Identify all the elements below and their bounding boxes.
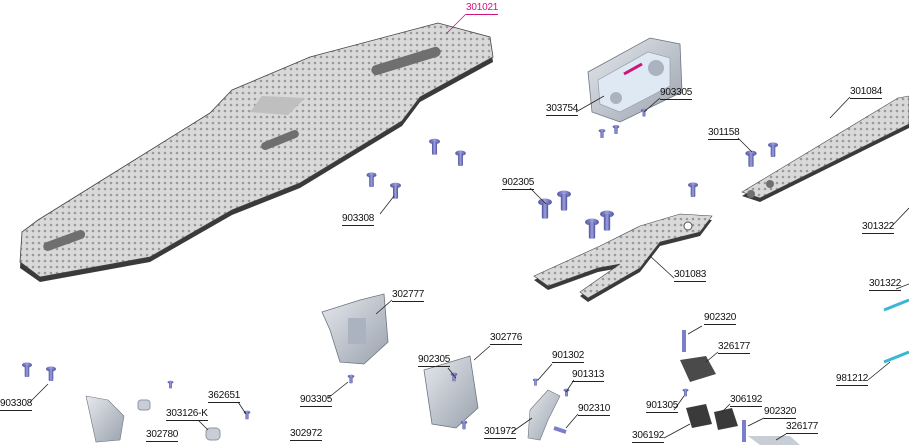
label-902320-a: 902320 [704,312,737,325]
label-screw-group-mid: 902305 [502,177,535,190]
label-301322-b: 301322 [869,278,902,291]
label-rod: 981212 [836,373,869,386]
label-301322-a: 301322 [862,221,895,234]
label-arm-301972: 301972 [484,426,517,439]
label-screw-deck: 301158 [708,127,740,140]
label-902310: 902310 [578,403,611,416]
label-bulkhead-right: 302776 [490,332,523,345]
top-deck [741,95,909,202]
bulkhead-left [321,293,389,384]
label-screw-bulkhead-left: 903305 [300,394,333,407]
label-nut: 303126-K [166,408,208,421]
label-ball-stud: 362651 [208,390,241,403]
label-screw-bulkhead-right: 902305 [418,354,451,367]
label-screw-motor: 903305 [660,87,693,100]
label-901302: 901302 [552,350,585,363]
label-302780: 302780 [146,429,179,442]
cyan-parts [883,298,909,364]
label-motor-mount: 303754 [546,103,579,116]
label-screw-corner-left: 903308 [0,398,33,411]
label-306192-b: 306192 [632,430,665,443]
label-302972: 302972 [290,428,323,441]
label-bulkhead-brace: 301083 [674,269,707,282]
label-306192-a: 306192 [730,394,763,407]
label-902320-b: 902320 [764,406,797,419]
label-901313: 901313 [572,369,605,382]
label-chassis: 301021 [466,2,499,15]
label-top-deck: 301084 [850,86,883,99]
label-bulkhead-left: 302777 [392,289,425,302]
chassis-plate [19,22,494,282]
label-326177-b: 326177 [786,421,819,434]
leader-lines [29,13,909,441]
motor-mount [587,37,683,138]
label-901305: 901305 [646,400,679,413]
bulkhead-brace [533,213,713,302]
bulkhead-right [423,355,479,430]
lower-left-parts [22,362,251,443]
blocks-326177 [680,330,800,445]
label-326177-a: 326177 [718,341,751,354]
label-screw-group-left: 903308 [342,213,375,226]
arm-301972 [527,378,570,441]
